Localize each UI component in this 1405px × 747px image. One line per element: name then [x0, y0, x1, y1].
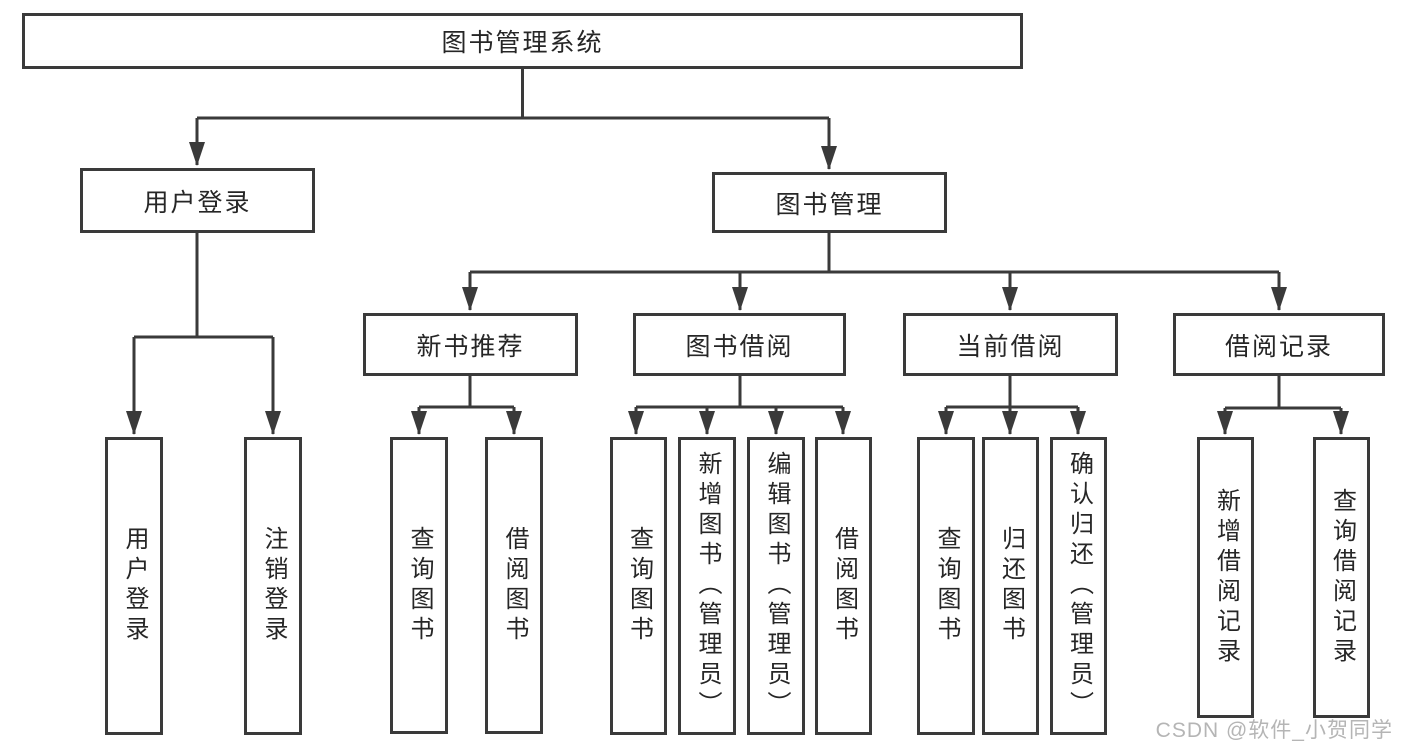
- csdn-watermark: CSDN @软件_小贺同学: [1155, 719, 1393, 742]
- node-label: 当前借阅: [956, 332, 1065, 361]
- leaf-records-add: 新增借阅记录: [1197, 437, 1254, 718]
- leaf-current-return: 归还图书: [982, 437, 1039, 735]
- leaf-new-books-borrow: 借阅图书: [485, 437, 543, 734]
- leaf-borrow-borrow: 借阅图书: [815, 437, 872, 735]
- leaf-logout: 注销登录: [244, 437, 302, 735]
- connector-new-books-bus: [419, 376, 514, 409]
- node-label: 确认归还（管理员）: [1065, 451, 1093, 721]
- node-label: 查询借阅记录: [1328, 487, 1356, 668]
- node-book-mgmt: 图书管理: [712, 172, 947, 233]
- connector-records-bus: [1225, 376, 1341, 410]
- node-label: 查询图书: [625, 526, 653, 646]
- connector-book-borrow-bus: [636, 376, 843, 409]
- node-label: 借阅记录: [1224, 332, 1333, 361]
- node-label: 新增图书（管理员）: [694, 451, 721, 721]
- node-current-borrow: 当前借阅: [903, 313, 1118, 376]
- leaf-current-confirm-admin: 确认归还（管理员）: [1050, 437, 1107, 735]
- node-label: 归还图书: [997, 526, 1025, 646]
- connector-user-login-bus: [134, 233, 273, 339]
- node-user-login: 用户登录: [80, 168, 315, 233]
- node-label: 查询图书: [406, 525, 433, 646]
- node-label: 图书管理: [775, 190, 884, 219]
- leaf-user-login: 用户登录: [105, 437, 163, 735]
- connector-book-mgmt-bus: [470, 233, 1279, 274]
- node-label: 借阅图书: [830, 526, 858, 646]
- node-label: 借阅图书: [501, 525, 528, 646]
- leaf-records-query: 查询借阅记录: [1313, 437, 1370, 718]
- leaf-current-query: 查询图书: [917, 437, 975, 735]
- node-system-root: 图书管理系统: [22, 13, 1023, 69]
- leaf-borrow-query: 查询图书: [610, 437, 667, 735]
- node-book-borrow: 图书借阅: [633, 313, 846, 376]
- connector-root-bus: [197, 67, 829, 120]
- node-label: 新书推荐: [416, 332, 525, 361]
- node-label: 用户登录: [121, 526, 148, 646]
- node-label: 图书借阅: [685, 332, 794, 361]
- leaf-new-books-query: 查询图书: [390, 437, 448, 734]
- node-label: 图书管理系统: [441, 29, 604, 57]
- node-label: 用户登录: [143, 188, 252, 217]
- node-records: 借阅记录: [1173, 313, 1385, 376]
- leaf-borrow-edit-admin: 编辑图书（管理员）: [747, 437, 805, 735]
- node-new-books: 新书推荐: [363, 313, 578, 376]
- leaf-borrow-add-admin: 新增图书（管理员）: [678, 437, 736, 735]
- connector-current-borrow-bus: [946, 376, 1078, 409]
- node-label: 查询图书: [933, 526, 960, 646]
- node-label: 新增借阅记录: [1212, 487, 1240, 668]
- node-label: 注销登录: [260, 526, 287, 646]
- node-label: 编辑图书（管理员）: [763, 451, 790, 721]
